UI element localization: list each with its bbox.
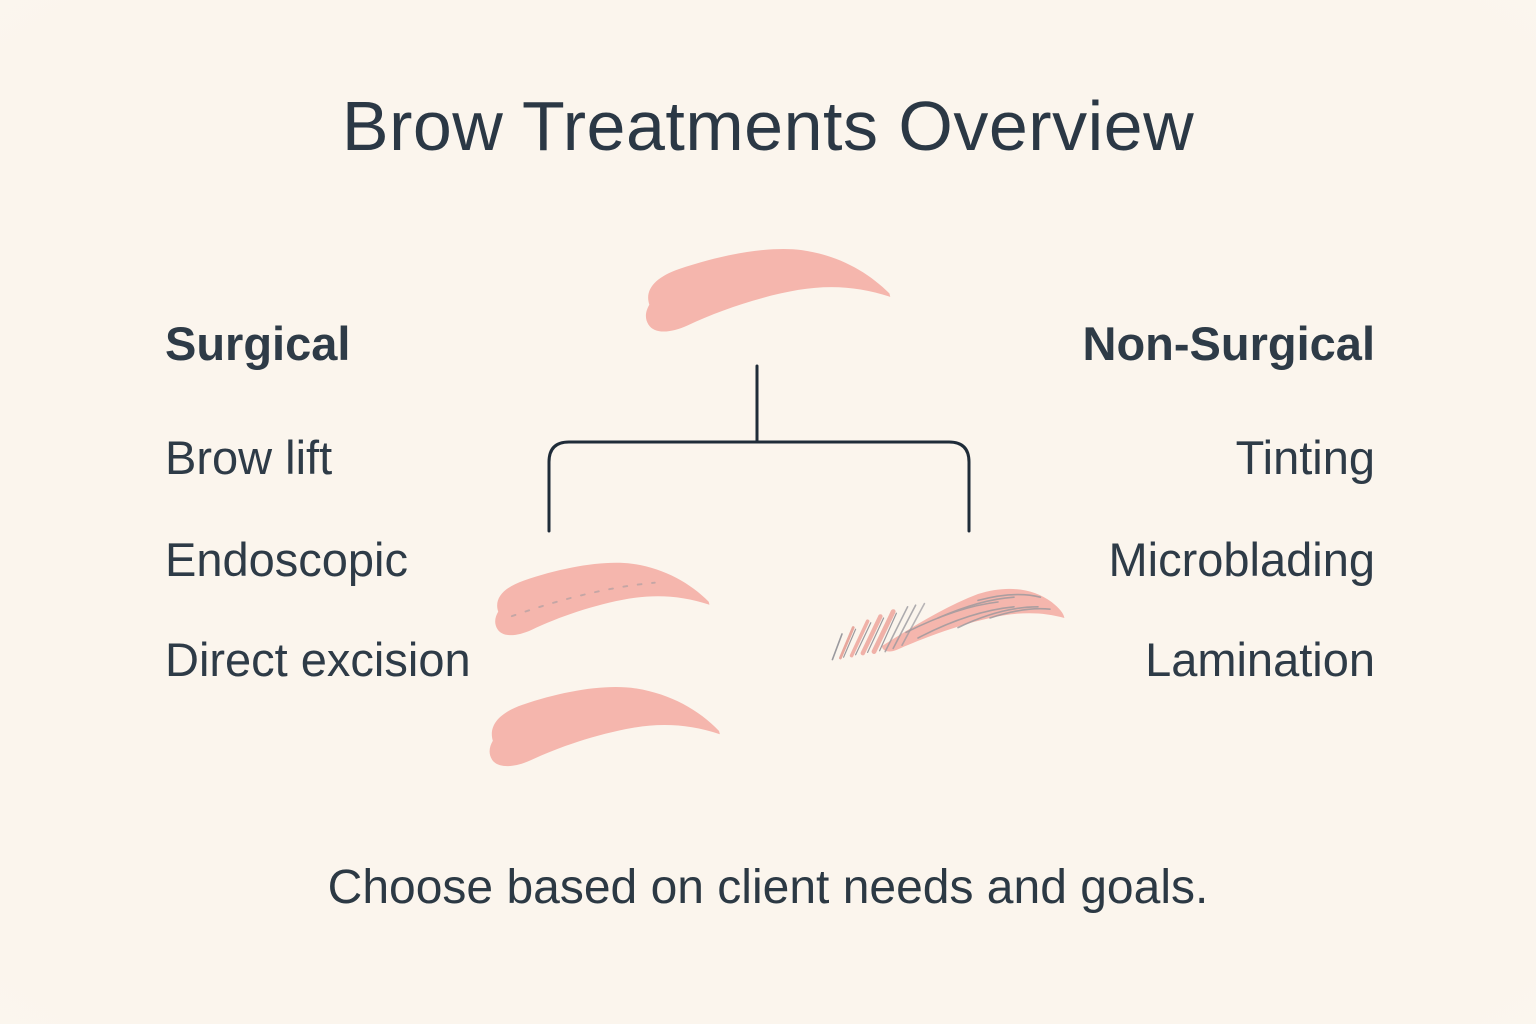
brow-thick-solid-icon xyxy=(489,687,720,767)
page-title: Brow Treatments Overview xyxy=(341,87,1195,165)
brow-microblading-icon xyxy=(831,588,1065,661)
brow-tinted-icon xyxy=(495,562,710,636)
list-item-direct-excision: Direct excision xyxy=(165,633,471,686)
list-item-tinting: Tinting xyxy=(1235,431,1375,484)
non-surgical-column-header: Non-Surgical xyxy=(1082,317,1375,370)
list-item-microblading: Microblading xyxy=(1108,533,1375,586)
brow-solid-icon xyxy=(645,248,891,332)
list-item-brow-lift: Brow lift xyxy=(165,431,333,484)
tree-bracket-line xyxy=(547,364,971,533)
list-item-lamination: Lamination xyxy=(1145,633,1375,686)
caption-text: Choose based on client needs and goals. xyxy=(327,861,1209,914)
list-item-endoscopic: Endoscopic xyxy=(165,533,408,586)
surgical-column-header: Surgical xyxy=(165,317,351,370)
